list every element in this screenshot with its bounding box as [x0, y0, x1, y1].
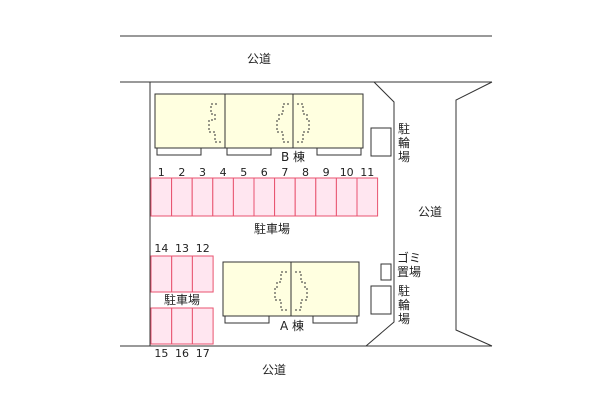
parking-space-number: 13	[175, 242, 190, 255]
parking-space	[150, 307, 173, 345]
road-right-edge	[455, 81, 493, 347]
parking-space	[274, 177, 296, 217]
parking-space	[253, 177, 276, 217]
building-b-label: B 棟	[280, 150, 307, 164]
stair-outline	[208, 103, 223, 143]
parking-space	[150, 255, 173, 293]
parking-row-top	[150, 177, 379, 217]
parking-space	[212, 177, 234, 217]
parking-space-number: 12	[195, 242, 210, 255]
building-b-unit	[224, 93, 294, 149]
parking-space-number: 14	[154, 242, 169, 255]
parking-space-number: 8	[302, 166, 309, 179]
parking-space-number: 6	[260, 166, 268, 179]
parking-row-left-lower	[150, 307, 214, 345]
parking-space	[171, 307, 193, 345]
building-a-label: A 棟	[279, 319, 306, 333]
parking-space-number: 5	[240, 166, 248, 179]
garbage-station-label: ゴミ置場	[397, 251, 431, 279]
road-label-right: 公道	[418, 205, 443, 219]
bike-parking-lower	[370, 285, 392, 315]
parking-space-number: 4	[219, 166, 227, 179]
building-b	[154, 93, 364, 156]
parking-space	[232, 177, 255, 217]
parking-space	[356, 177, 379, 217]
parking-main-label: 駐車場	[254, 222, 291, 236]
parking-space	[335, 177, 358, 217]
parking-space	[191, 307, 214, 345]
parking-space	[191, 255, 214, 293]
parking-space-number: 16	[175, 347, 190, 360]
road-label-bottom: 公道	[262, 363, 287, 377]
parking-space-number: 3	[199, 166, 206, 179]
parking-space-number: 2	[178, 166, 186, 179]
parking-space-number: 1	[157, 166, 165, 179]
garbage-station	[380, 263, 392, 281]
parking-space-number: 7	[281, 166, 289, 179]
parking-space	[191, 177, 214, 217]
building-a	[222, 261, 360, 324]
parking-space	[294, 177, 317, 217]
building-a-balcony	[312, 315, 358, 324]
garbage-station-text: ゴミ置場	[397, 251, 422, 279]
building-b-balcony	[226, 147, 272, 156]
parking-space	[171, 255, 193, 293]
building-b-balcony	[316, 147, 362, 156]
building-b-unit	[292, 93, 364, 149]
building-a-unit	[290, 261, 360, 317]
parking-sub-label: 駐車場	[164, 293, 201, 307]
parking-space-number: 9	[322, 166, 330, 179]
parking-space-number: 15	[154, 347, 169, 360]
building-b-balcony	[156, 147, 202, 156]
bike-parking-lower-label: 駐輪場	[397, 284, 410, 326]
parking-space-number: 11	[360, 166, 375, 179]
parking-space	[315, 177, 337, 217]
bike-parking-upper	[370, 127, 392, 157]
parking-space-number: 17	[195, 347, 210, 360]
parking-row-left-upper	[150, 255, 214, 293]
building-a-balcony	[224, 315, 270, 324]
parking-space	[150, 177, 173, 217]
bike-parking-upper-label: 駐輪場	[397, 122, 410, 164]
parking-space	[171, 177, 193, 217]
road-label-top: 公道	[247, 52, 272, 66]
parking-space-number: 10	[339, 166, 354, 179]
